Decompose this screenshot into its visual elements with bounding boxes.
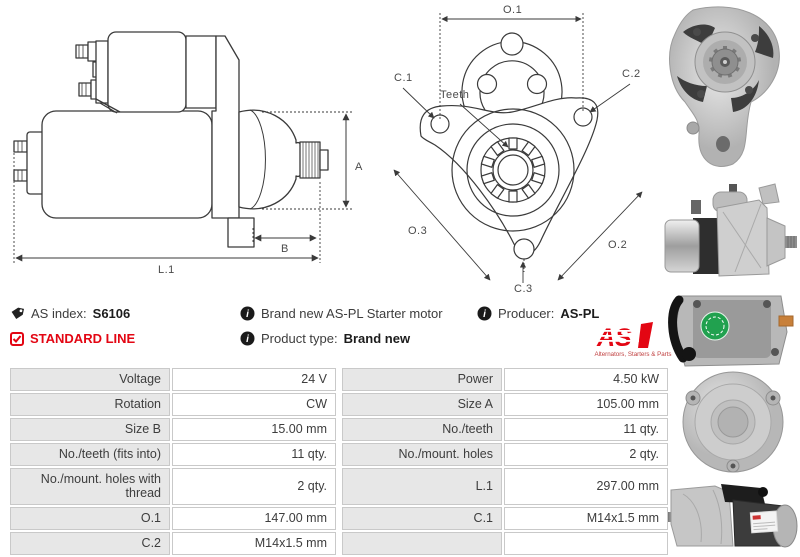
spec-label-cell: C.1 bbox=[342, 506, 502, 530]
spec-value-cell: 11 qty. bbox=[504, 418, 668, 441]
spec-value-cell: 4.50 kW bbox=[504, 368, 668, 391]
table-row: Voltage 24 V Power 4.50 kW bbox=[10, 368, 668, 391]
spec-table: Voltage 24 V Power 4.50 kW Rotation CW S… bbox=[8, 366, 670, 557]
front-view-diagram: O.1 C.1 C.2 C.3 O.3 O.2 Teeth bbox=[393, 4, 643, 295]
product-type-label: Product type: bbox=[261, 331, 338, 346]
svg-text:i: i bbox=[246, 309, 249, 320]
spec-value-cell: 15.00 mm bbox=[172, 418, 336, 441]
standard-line-row: STANDARD LINE bbox=[10, 331, 135, 346]
dim-label-c3: C.3 bbox=[514, 283, 533, 295]
logo-text: AS bbox=[596, 324, 632, 352]
spec-label-cell: Power bbox=[342, 368, 502, 391]
product-photo-side[interactable] bbox=[663, 178, 800, 290]
dim-label-b: B bbox=[281, 243, 289, 255]
product-photo-front[interactable] bbox=[663, 2, 800, 174]
spec-label-cell: No./teeth bbox=[342, 418, 502, 441]
spec-value-cell: CW bbox=[172, 393, 336, 416]
table-row: O.1 147.00 mm C.1 M14x1.5 mm bbox=[10, 506, 668, 530]
product-photo-angled[interactable] bbox=[663, 478, 800, 551]
logo-tagline: Alternators, Starters & Parts bbox=[594, 351, 671, 358]
product-photo-rear[interactable] bbox=[663, 292, 800, 474]
spec-label-cell: O.1 bbox=[10, 506, 170, 530]
checkbox-checked-icon bbox=[10, 331, 24, 346]
spec-label-cell: Rotation bbox=[10, 393, 170, 416]
spec-value-cell: 2 qty. bbox=[504, 443, 668, 466]
producer-label: Producer: bbox=[498, 306, 555, 321]
side-view-diagram: A B L.1 bbox=[13, 31, 363, 276]
spec-value-cell: 297.00 mm bbox=[504, 468, 668, 505]
spec-label-cell: Size B bbox=[10, 418, 170, 441]
table-row: C.2 M14x1.5 mm bbox=[10, 531, 668, 555]
product-type-value: Brand new bbox=[343, 331, 411, 346]
dim-label-o2: O.2 bbox=[608, 239, 627, 251]
description-text: Brand new AS-PL Starter motor bbox=[261, 306, 443, 321]
column-gap bbox=[338, 443, 340, 466]
dim-label-c2: C.2 bbox=[622, 68, 641, 80]
spec-label-cell bbox=[342, 531, 502, 555]
as-index-label: AS index: bbox=[31, 306, 87, 321]
column-gap bbox=[338, 393, 340, 416]
info-icon: i bbox=[477, 306, 492, 321]
spec-value-cell: 11 qty. bbox=[172, 443, 336, 466]
dim-label-a: A bbox=[355, 161, 363, 173]
side-view-dimension-lines bbox=[13, 111, 352, 263]
table-row: Size B 15.00 mm No./teeth 11 qty. bbox=[10, 418, 668, 441]
spec-label-cell: C.2 bbox=[10, 531, 170, 555]
spec-label-cell: No./teeth (fits into) bbox=[10, 443, 170, 466]
product-photo-gallery bbox=[663, 0, 800, 551]
dim-label-c1: C.1 bbox=[394, 72, 413, 84]
spec-value-cell: M14x1.5 mm bbox=[504, 506, 668, 530]
standard-line-label: STANDARD LINE bbox=[30, 331, 136, 346]
dim-label-l1: L.1 bbox=[158, 264, 175, 276]
column-gap bbox=[338, 418, 340, 441]
spec-label-cell: L.1 bbox=[342, 468, 502, 505]
spec-label-cell: Size A bbox=[342, 393, 502, 416]
product-info-strip: AS index: S6106 STANDARD LINE i Brand ne… bbox=[0, 298, 672, 364]
dim-label-o1: O.1 bbox=[503, 4, 522, 16]
producer-value: AS-PL bbox=[560, 306, 600, 321]
info-icon: i bbox=[240, 306, 255, 321]
spec-value-cell bbox=[504, 531, 668, 555]
description-row: i Brand new AS-PL Starter motor bbox=[240, 306, 443, 321]
as-index-value: S6106 bbox=[92, 306, 131, 321]
table-row: Rotation CW Size A 105.00 mm bbox=[10, 393, 668, 416]
column-gap bbox=[338, 532, 340, 555]
spec-label-cell: No./mount. holes with thread bbox=[10, 468, 170, 505]
starter-front-outline bbox=[419, 32, 599, 260]
spec-value-cell: 105.00 mm bbox=[504, 393, 668, 416]
spec-value-cell: 147.00 mm bbox=[172, 506, 336, 530]
column-gap bbox=[338, 507, 340, 530]
spec-value-cell: M14x1.5 mm bbox=[172, 531, 336, 555]
starter-side-outline bbox=[13, 31, 329, 248]
teeth-label: Teeth bbox=[440, 89, 469, 101]
column-gap bbox=[338, 368, 340, 391]
column-gap bbox=[338, 468, 340, 505]
tag-icon bbox=[11, 307, 25, 319]
front-view-dimension-lines bbox=[393, 13, 643, 283]
info-icon: i bbox=[240, 331, 255, 346]
dim-label-o3: O.3 bbox=[408, 225, 427, 237]
spec-value-cell: 24 V bbox=[172, 368, 336, 391]
table-row: No./mount. holes with thread 2 qty. L.1 … bbox=[10, 468, 668, 505]
spec-value-cell: 2 qty. bbox=[172, 468, 336, 505]
svg-text:i: i bbox=[246, 334, 249, 345]
brand-logo: AS Alternators, Starters & Parts bbox=[583, 322, 683, 360]
spec-label-cell: Voltage bbox=[10, 368, 170, 391]
product-type-row: i Product type: Brand new bbox=[240, 331, 410, 346]
producer-row: i Producer: AS-PL bbox=[477, 306, 599, 321]
as-index-row: AS index: S6106 bbox=[10, 306, 130, 321]
svg-text:i: i bbox=[483, 309, 486, 320]
spec-label-cell: No./mount. holes bbox=[342, 443, 502, 466]
table-row: No./teeth (fits into) 11 qty. No./mount.… bbox=[10, 443, 668, 466]
as-pl-logo-icon: AS Alternators, Starters & Parts bbox=[593, 322, 672, 358]
